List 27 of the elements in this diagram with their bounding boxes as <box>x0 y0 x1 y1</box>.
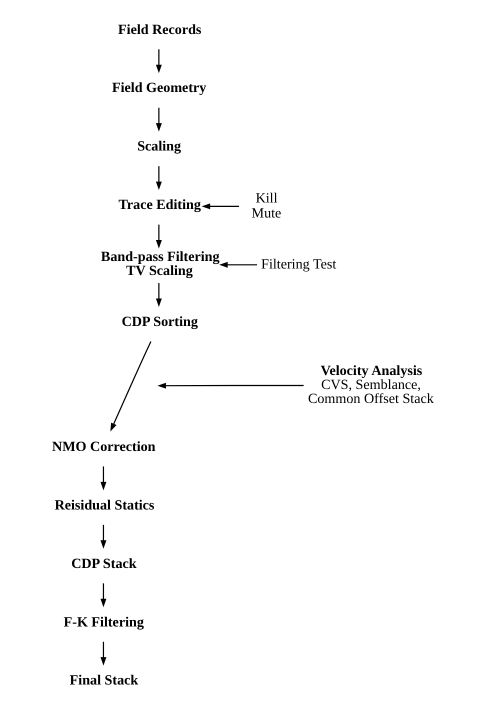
arrow <box>155 108 162 132</box>
arrow <box>100 524 106 549</box>
arrow <box>155 49 162 74</box>
arrow <box>156 382 304 389</box>
node-text: Reisidual Statics <box>54 497 154 514</box>
arrow <box>155 224 162 248</box>
arrow <box>110 341 151 432</box>
node-text: Scaling <box>136 138 181 155</box>
node-text: Trace Editing <box>118 197 200 214</box>
node-text: CDP Sorting <box>121 314 198 330</box>
arrow <box>201 203 239 210</box>
arrow <box>100 466 106 490</box>
node-text: Field Records <box>118 22 201 38</box>
node-text: F-K Filtering <box>63 614 144 630</box>
arrow <box>155 283 162 307</box>
node-text: CDP Stack <box>70 556 136 572</box>
node-text: Filtering Test <box>260 256 336 273</box>
node-text: Kill Mute <box>251 190 281 222</box>
node-text: NMO Correction <box>52 438 156 455</box>
node-text: Band-pass Filtering TV Scaling <box>100 248 220 280</box>
arrow <box>100 583 106 608</box>
arrow <box>218 262 257 268</box>
node-text: Velocity Analysis CVS, Semblance, Common Offset Stack <box>307 362 434 408</box>
node-text: Field Geometry <box>112 80 206 96</box>
arrow <box>100 642 106 666</box>
arrow <box>155 166 162 190</box>
node-text: Final Stack <box>69 672 138 689</box>
